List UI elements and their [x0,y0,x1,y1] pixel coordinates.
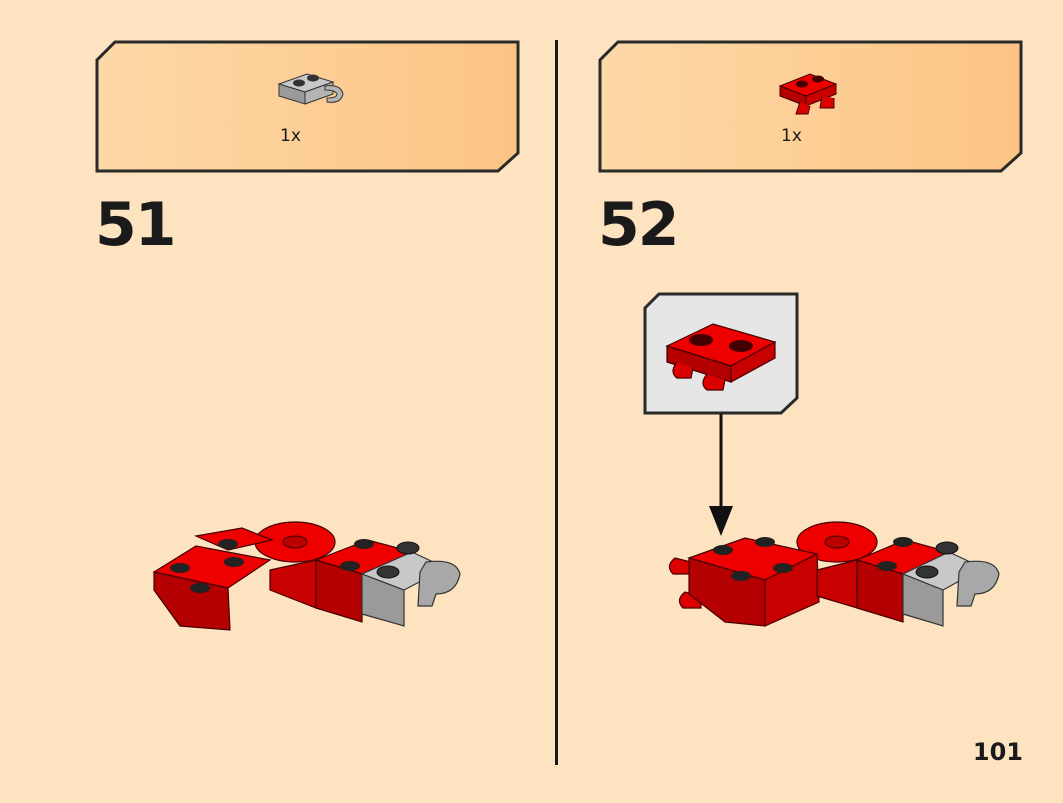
red-plate-clips-icon [665,323,777,391]
model-assembly-step-52 [668,521,1000,627]
step-divider [555,40,558,765]
step-number: 52 [598,190,679,260]
step-number: 51 [95,190,176,260]
part-quantity: 1x [781,126,802,146]
callout-box [643,292,799,415]
down-arrow-icon [709,414,733,536]
parts-list-step-52: 1x [598,40,1024,173]
part-quantity: 1x [280,126,301,146]
red-plate-clips-icon [778,73,838,115]
model-assembly-step-51 [152,521,461,631]
page-number: 101 [972,738,1023,766]
grey-plate-clip-icon [277,73,344,105]
parts-list-step-51: 1x [95,40,521,173]
